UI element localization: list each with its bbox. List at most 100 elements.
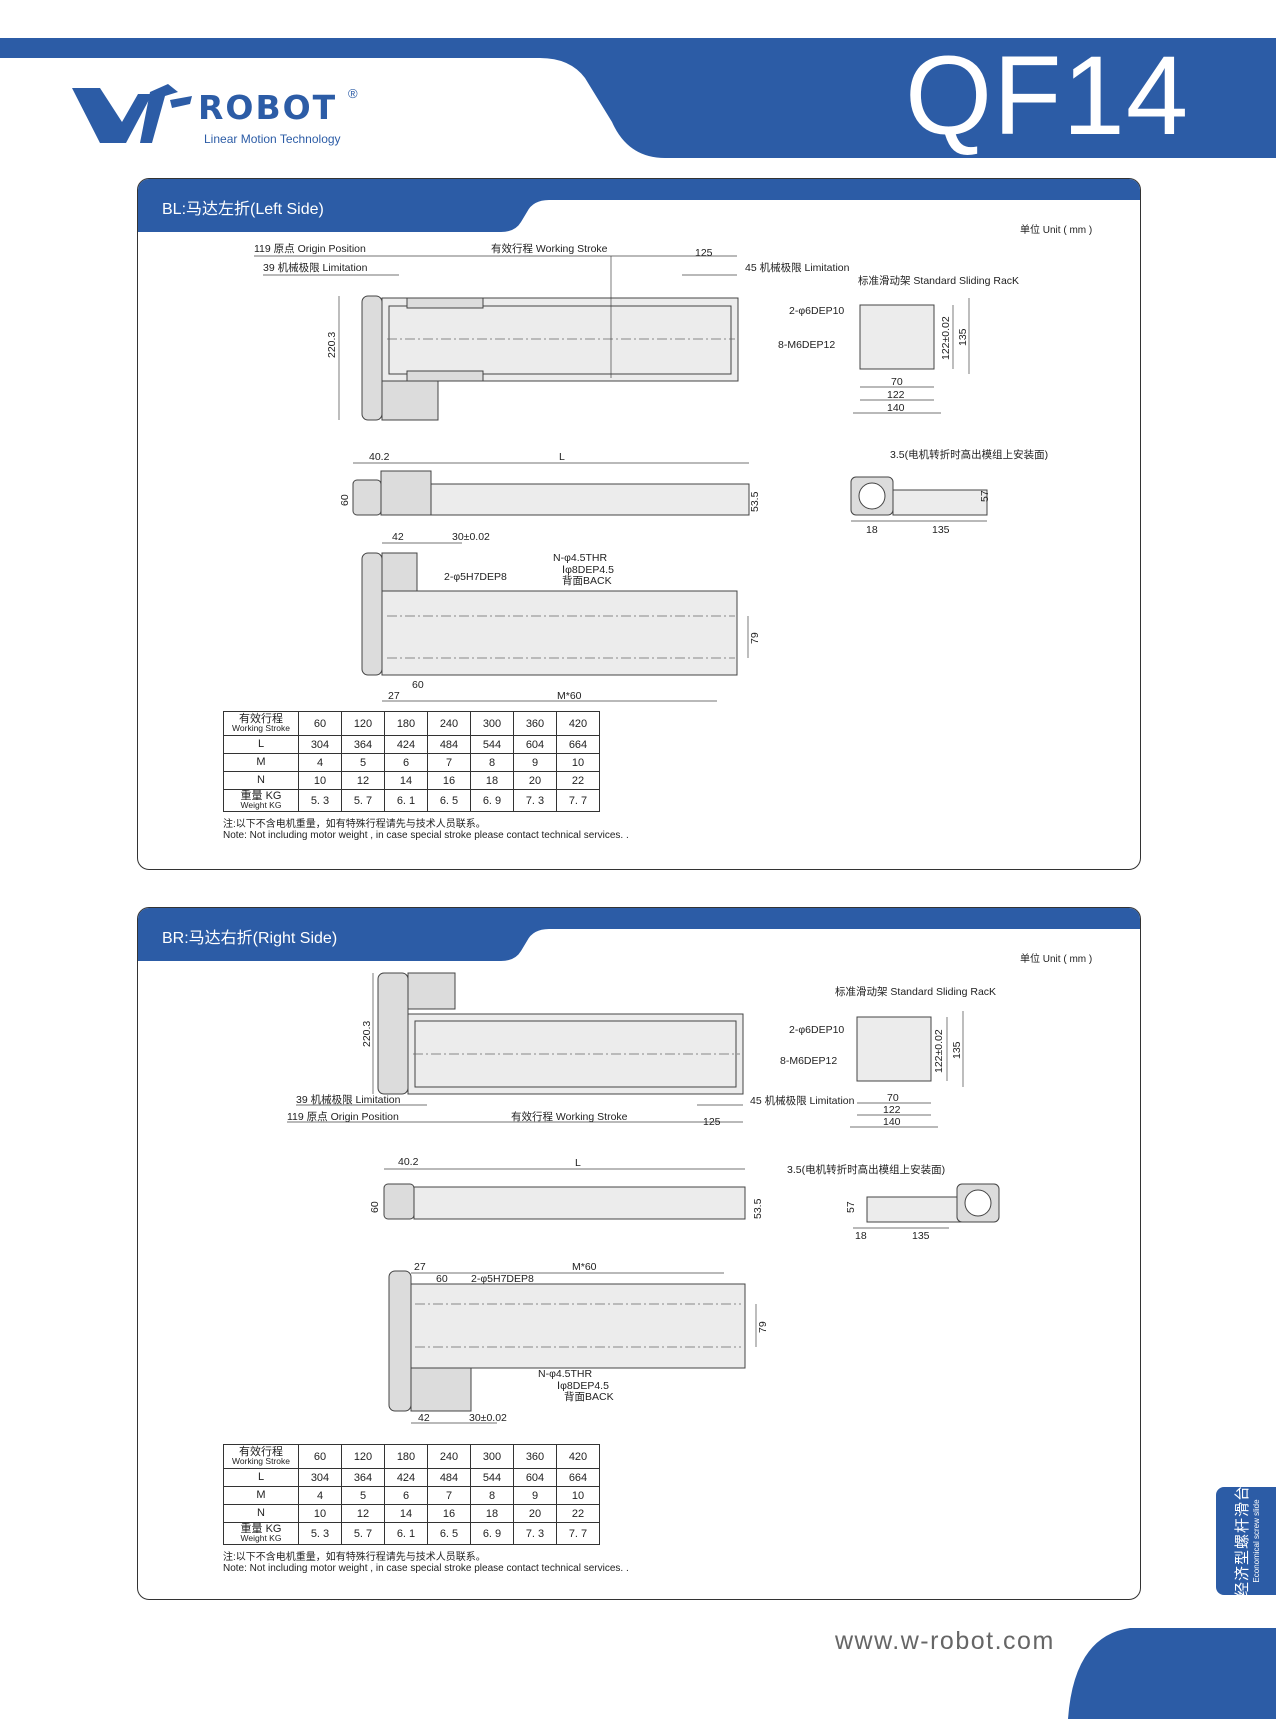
row-label: M	[223, 753, 299, 772]
sliding-rack-view: 标准滑动架 Standard Sliding RacK 2-φ6DEP10 8-…	[780, 986, 996, 1128]
stroke-value: 300	[470, 1444, 514, 1469]
table-cell: 304	[298, 735, 342, 754]
dimension-label: 70	[891, 376, 903, 388]
end-view: 3.5(电机转折时高出模组上安装面) 57 18 135	[850, 448, 1048, 536]
table-cell: 16	[427, 1504, 471, 1523]
table-cell: 604	[513, 735, 557, 754]
dimension-label: 125	[695, 247, 713, 259]
dimension-label: 122±0.02	[933, 1029, 945, 1073]
dimension-label: 135	[957, 328, 969, 346]
dimension-label: M*60	[557, 690, 582, 702]
dimension-label: 背面BACK	[562, 574, 612, 587]
side-tab-cn: 经济型螺杆滑台	[1234, 1484, 1251, 1598]
dimension-label: 30±0.02	[469, 1412, 507, 1424]
dimension-label: 70	[887, 1092, 899, 1104]
dimension-label: 39 机械极限 Limitation	[296, 1093, 401, 1106]
dimension-label: 79	[757, 1321, 769, 1333]
stroke-value: 120	[341, 1444, 385, 1469]
table-cell: 7	[427, 753, 471, 772]
table-cell: 4	[298, 753, 342, 772]
stroke-value: 240	[427, 711, 471, 736]
category-side-tab: 经济型螺杆滑台 Economical screw slide	[1216, 1484, 1276, 1598]
table-cell: 424	[384, 735, 428, 754]
stroke-value: 180	[384, 1444, 428, 1469]
table-cell: 14	[384, 771, 428, 790]
table-cell: 7. 3	[513, 1522, 557, 1545]
row-label: N	[223, 771, 299, 790]
table-cell: 484	[427, 735, 471, 754]
table-cell: 12	[341, 1504, 385, 1523]
stroke-value: 240	[427, 1444, 471, 1469]
dimension-label: 135	[951, 1041, 963, 1059]
label-en: Weight KG	[240, 1532, 282, 1543]
note-en: Note: Not including motor weight , in ca…	[223, 830, 629, 841]
brand-name: ROBOT	[198, 88, 338, 127]
table-cell: 18	[470, 771, 514, 790]
dimension-label: 27	[388, 690, 400, 702]
stroke-value: 420	[556, 711, 600, 736]
table-cell: 7	[427, 1486, 471, 1505]
dimension-label: 53.5	[749, 491, 761, 512]
unit-label: 单位 Unit ( mm )	[1020, 954, 1093, 965]
dimension-label: 3.5(电机转折时高出模组上安装面)	[787, 1163, 945, 1176]
table-cell: 4	[298, 1486, 342, 1505]
note-en: Note: Not including motor weight , in ca…	[223, 1563, 629, 1574]
table-cell: 544	[470, 1468, 514, 1487]
label-cn: 有效行程	[239, 1445, 283, 1458]
dimension-label: 220.3	[361, 1021, 373, 1047]
top-view: 39 机械极限 Limitation 119 原点 Origin Positio…	[287, 972, 855, 1128]
dimension-label: 30±0.02	[452, 531, 490, 543]
table-cell: 5. 3	[298, 1522, 342, 1545]
table-cell: 6	[384, 753, 428, 772]
stroke-value: 300	[470, 711, 514, 736]
table-cell: 6. 1	[384, 789, 428, 812]
table-cell: 5. 3	[298, 789, 342, 812]
table-cell: 5	[341, 753, 385, 772]
dimension-label: 42	[418, 1412, 430, 1424]
table-cell: 20	[513, 1504, 557, 1523]
dimension-label: 42	[392, 531, 404, 543]
dimension-label: 8-M6DEP12	[778, 339, 835, 351]
dimension-label: 40.2	[369, 451, 390, 463]
model-title: QF14	[905, 33, 1190, 158]
dimension-label: 60	[369, 1201, 381, 1213]
dimension-label: N-φ4.5THR	[553, 552, 607, 564]
dimension-label: 45 机械极限 Limitation	[745, 261, 850, 274]
dimension-label: 125	[703, 1116, 721, 1128]
table-cell: 10	[298, 771, 342, 790]
note-cn: 注:以下不含电机重量，如有特殊行程请先与技术人员联系。	[223, 1552, 486, 1563]
dimension-label: 135	[912, 1230, 930, 1242]
table-cell: 20	[513, 771, 557, 790]
label-cn: 重量 KG	[240, 1522, 282, 1535]
label-cn: 有效行程	[239, 712, 283, 725]
table-cell: 6. 9	[470, 789, 514, 812]
stroke-value: 60	[298, 711, 342, 736]
table-cell: 9	[513, 1486, 557, 1505]
dimension-label: N-φ4.5THR	[538, 1368, 592, 1380]
dimension-label: 119 原点 Origin Position	[287, 1111, 399, 1123]
side-tab-en: Economical screw slide	[1252, 1499, 1261, 1583]
table-cell: 16	[427, 771, 471, 790]
dimension-label: 39 机械极限 Limitation	[263, 261, 368, 274]
table-cell: 304	[298, 1468, 342, 1487]
label-en: Working Stroke	[232, 1455, 290, 1466]
dimension-label: 122±0.02	[940, 316, 952, 360]
dimension-label: 2-φ6DEP10	[789, 1024, 844, 1036]
sliding-rack-view: 标准滑动架 Standard Sliding RacK 2-φ6DEP10 8-…	[778, 275, 1019, 414]
label-cn: 重量 KG	[240, 789, 282, 802]
dimension-label: Ⅰφ8DEP4.5	[557, 1380, 609, 1392]
table-cell: 484	[427, 1468, 471, 1487]
dimension-label: 8-M6DEP12	[780, 1055, 837, 1067]
table-cell: 22	[556, 771, 600, 790]
dimension-label: 79	[749, 632, 761, 644]
website-link[interactable]: www.w-robot.com	[835, 1627, 1055, 1655]
table-cell: 7. 3	[513, 789, 557, 812]
table-cell: 8	[470, 753, 514, 772]
